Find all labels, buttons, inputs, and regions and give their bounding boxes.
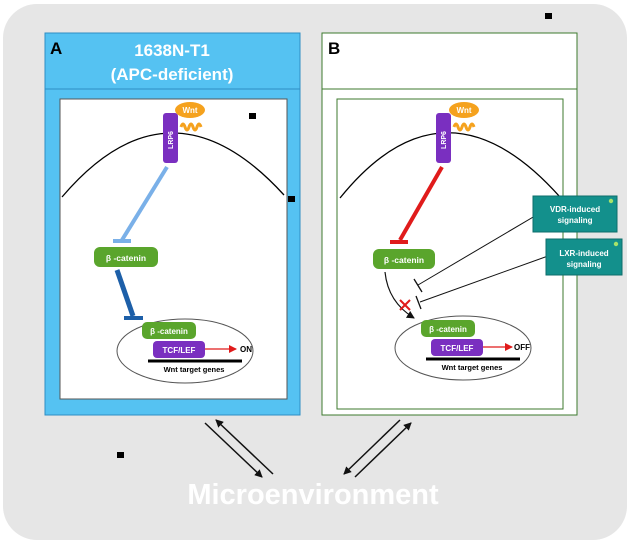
bidirectional-arrow-icon (204, 419, 274, 478)
microenvironment-label: Microenvironment (187, 479, 439, 511)
wnt-receptor-icon: LRP6 Wnt (163, 102, 205, 163)
frizzled-coils (179, 122, 203, 132)
blocked-x-icon (399, 299, 411, 311)
dot-marker (249, 113, 256, 119)
tcf-lef-label: TCF/LEF (163, 346, 196, 355)
wnt-label: Wnt (456, 106, 471, 115)
tcf-lef-box (431, 339, 483, 356)
target-genes-label: Wnt target genes (164, 365, 225, 374)
state-label-off: OFF (514, 343, 530, 352)
vdr-label-line2: signaling (557, 216, 592, 225)
beta-catenin-label: β -catenin (384, 255, 424, 265)
panel-a-letter: A (50, 39, 62, 58)
vdr-inhibition-bar (413, 278, 423, 293)
panel-a-title-line1: 1638N-T1 (134, 41, 210, 60)
vdr-label-line1: VDR-induced (550, 205, 600, 214)
blocked-arrow (384, 271, 415, 319)
vdr-inhibition-line (417, 212, 541, 286)
inhibition-arrow-icon (398, 166, 444, 241)
lxr-signaling-box (545, 238, 623, 276)
wnt-ligand (449, 102, 479, 118)
vdr-signaling-box (532, 195, 618, 233)
panel-a-title-line2: (APC-deficient) (111, 65, 234, 84)
wnt-ligand (175, 102, 205, 118)
lrp6-label: LRP6 (168, 131, 175, 149)
tcf-lef-box (153, 341, 205, 358)
panel-b-letter: B (328, 39, 340, 58)
frizzled-coils (452, 122, 476, 132)
inhibition-arrow-icon (120, 165, 169, 242)
lxr-inhibition-line (419, 255, 549, 303)
wnt-label: Wnt (182, 106, 197, 115)
panel-b: B LRP6 Wnt β -catenin (321, 32, 623, 416)
dot-marker (545, 13, 552, 19)
panel-a: A 1638N-T1 (APC-deficient) LRP6 Wnt β -c… (44, 32, 301, 416)
lxr-inhibition-bar (415, 295, 422, 310)
state-label-on: ON (240, 345, 252, 354)
nucleus-beta-catenin-box (421, 320, 475, 337)
tcf-lef-label: TCF/LEF (441, 344, 474, 353)
lrp6-label: LRP6 (441, 131, 448, 149)
lrp6-receptor (163, 113, 178, 163)
target-genes-label: Wnt target genes (442, 363, 503, 372)
lrp6-receptor (436, 113, 451, 163)
lxr-marker-dot (613, 241, 619, 247)
beta-catenin-box (373, 249, 435, 269)
nucleus-beta-catenin-label: β -catenin (429, 325, 467, 334)
dot-marker (288, 196, 295, 202)
nucleus-beta-catenin-box (142, 322, 196, 339)
inhibition-arrow-icon (114, 269, 136, 317)
nucleus-beta-catenin-label: β -catenin (150, 327, 188, 336)
beta-catenin-box (94, 247, 158, 267)
lxr-label-line1: LXR-induced (559, 249, 608, 258)
dot-marker (117, 452, 124, 458)
lxr-label-line2: signaling (566, 260, 601, 269)
vdr-marker-dot (608, 198, 614, 204)
bidirectional-arrow-icon (343, 419, 412, 478)
wnt-receptor-icon: LRP6 Wnt (436, 102, 479, 163)
beta-catenin-label: β -catenin (106, 253, 146, 263)
